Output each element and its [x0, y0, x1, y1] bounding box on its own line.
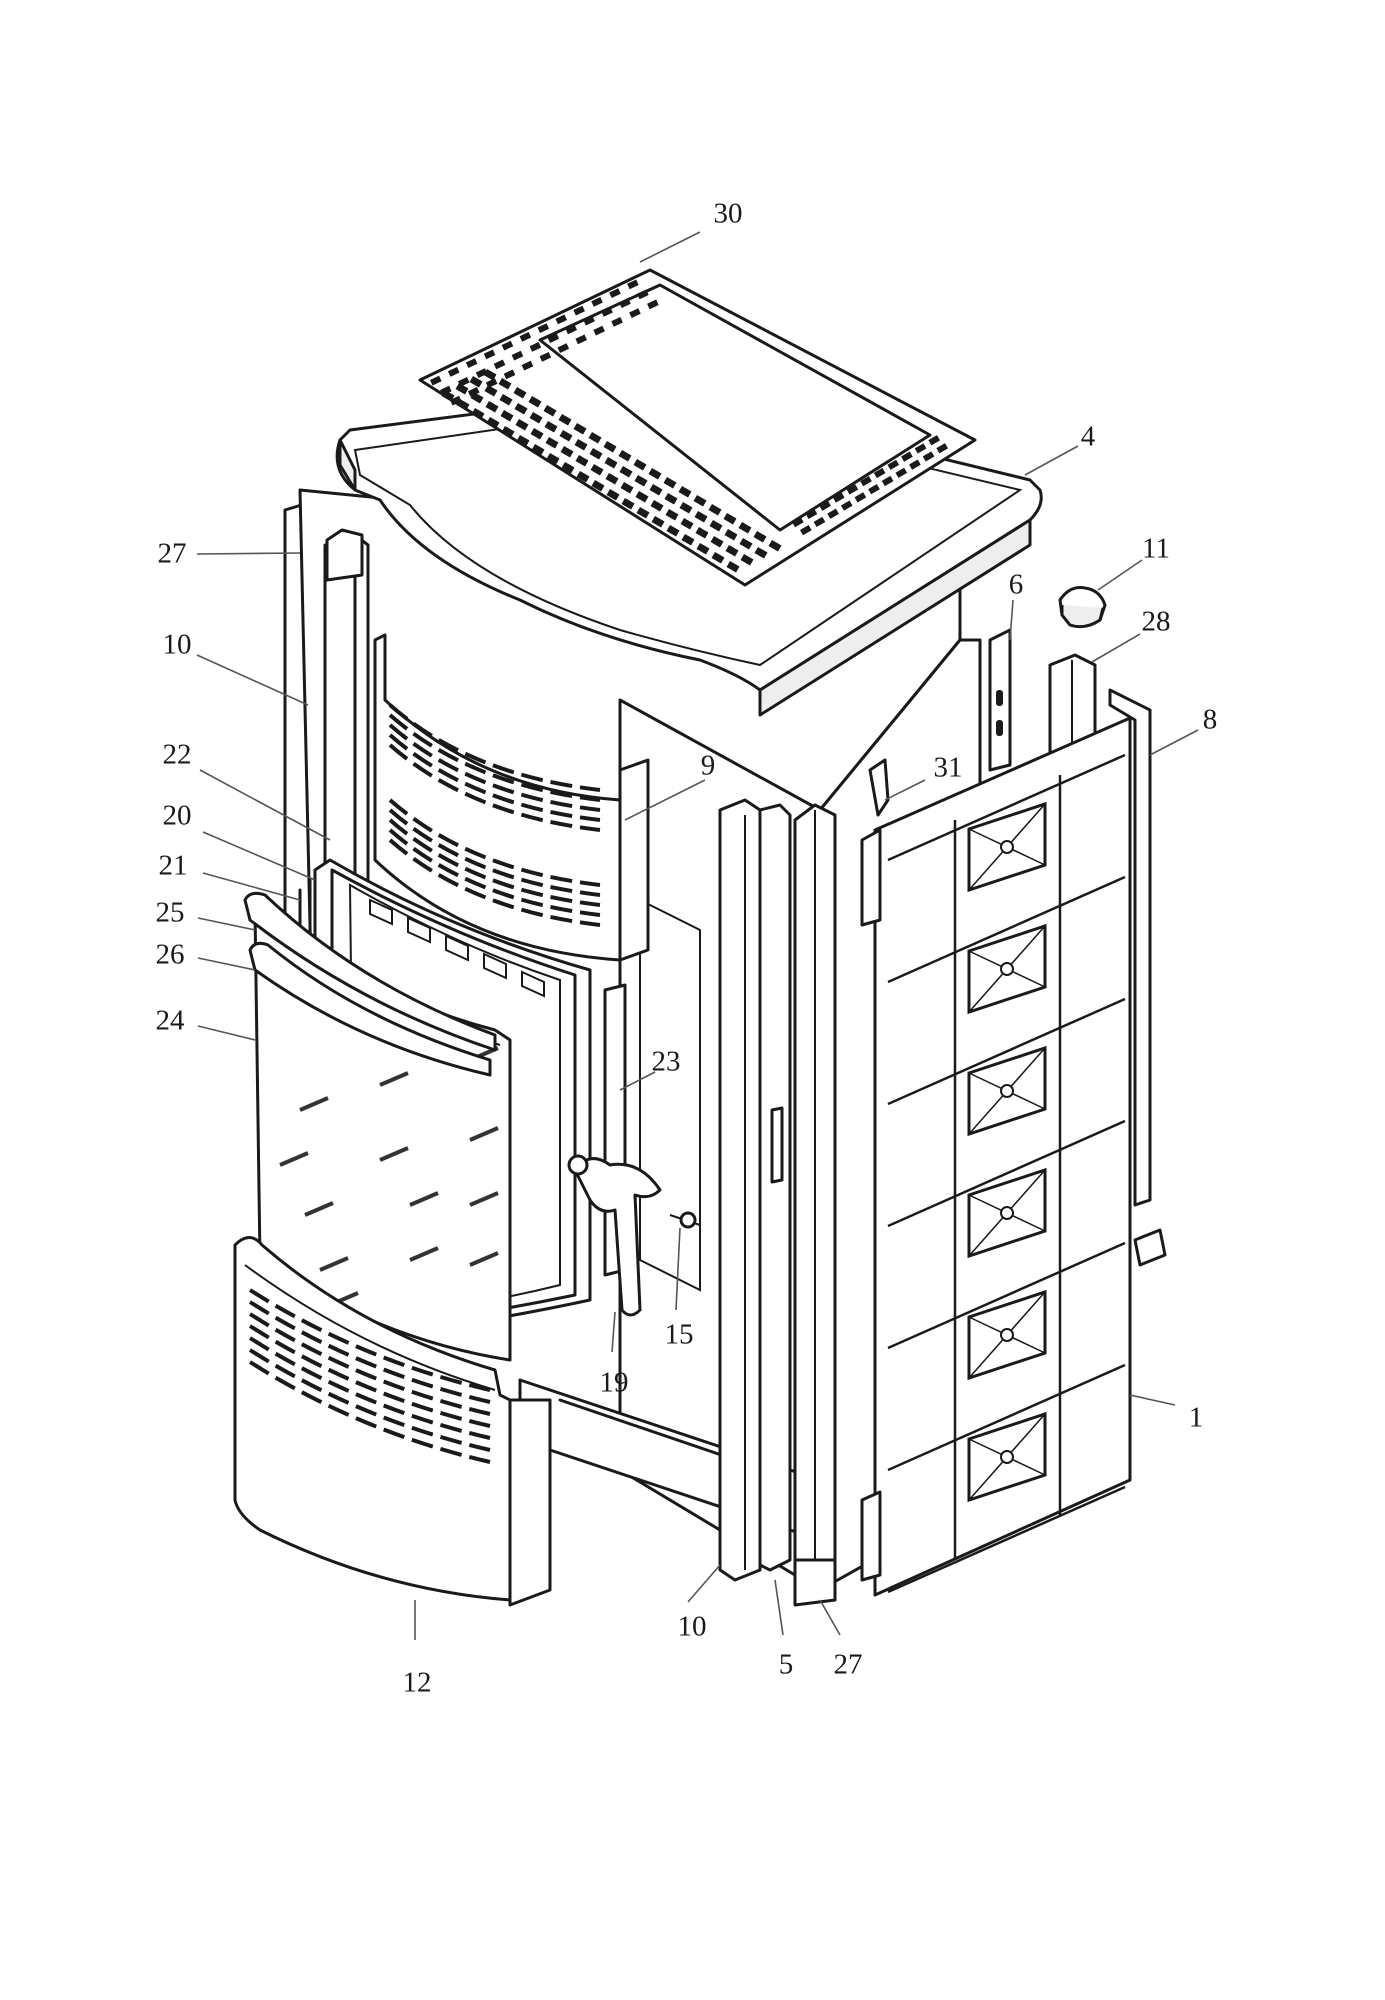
front-post-part-5 [758, 803, 792, 1572]
callout-9: 9 [700, 749, 716, 782]
callout-10-top: 10 [162, 628, 192, 661]
callout-1: 1 [1188, 1401, 1204, 1434]
callout-6: 6 [1008, 568, 1024, 601]
callout-21: 21 [158, 849, 188, 882]
glass-holder-part-25 [243, 891, 497, 1052]
bracket-part-31 [868, 758, 890, 817]
callout-28: 28 [1141, 605, 1171, 638]
callout-12: 12 [402, 1666, 432, 1699]
front-corner-part-27 [793, 803, 837, 1607]
callout-27-bottom: 27 [833, 1648, 863, 1681]
callout-27-top: 27 [157, 537, 187, 570]
callout-5: 5 [778, 1648, 794, 1681]
callout-25: 25 [155, 896, 185, 929]
side-panel-part-1 [860, 716, 1132, 1597]
left-corner-part-27 [325, 528, 364, 582]
knob-part-11 [1058, 586, 1107, 629]
spring-part-15 [669, 1211, 701, 1229]
front-column-part-10 [718, 798, 762, 1582]
leader-lines [196, 231, 1199, 1640]
lower-grille-part-12 [233, 1236, 552, 1607]
upper-grille-part-9 [373, 633, 650, 962]
side-panel-part-8 [1108, 688, 1167, 1267]
callout-10-bottom: 10 [677, 1610, 707, 1643]
callout-19: 19 [599, 1366, 629, 1399]
callout-24: 24 [155, 1004, 185, 1037]
callout-8: 8 [1202, 703, 1218, 736]
top-grid-part-30 [418, 268, 977, 587]
glass-holder-part-26 [248, 941, 492, 1077]
callout-4: 4 [1080, 420, 1096, 453]
callout-30: 30 [713, 197, 743, 230]
callout-11: 11 [1142, 532, 1170, 565]
callout-22: 22 [162, 738, 192, 771]
rear-column-part-6 [988, 628, 1012, 772]
callout-26: 26 [155, 938, 185, 971]
callout-15: 15 [664, 1318, 694, 1351]
callout-20: 20 [162, 799, 192, 832]
door-handle-part-19 [567, 1154, 662, 1317]
callout-23: 23 [651, 1045, 681, 1078]
callout-31: 31 [933, 751, 963, 784]
